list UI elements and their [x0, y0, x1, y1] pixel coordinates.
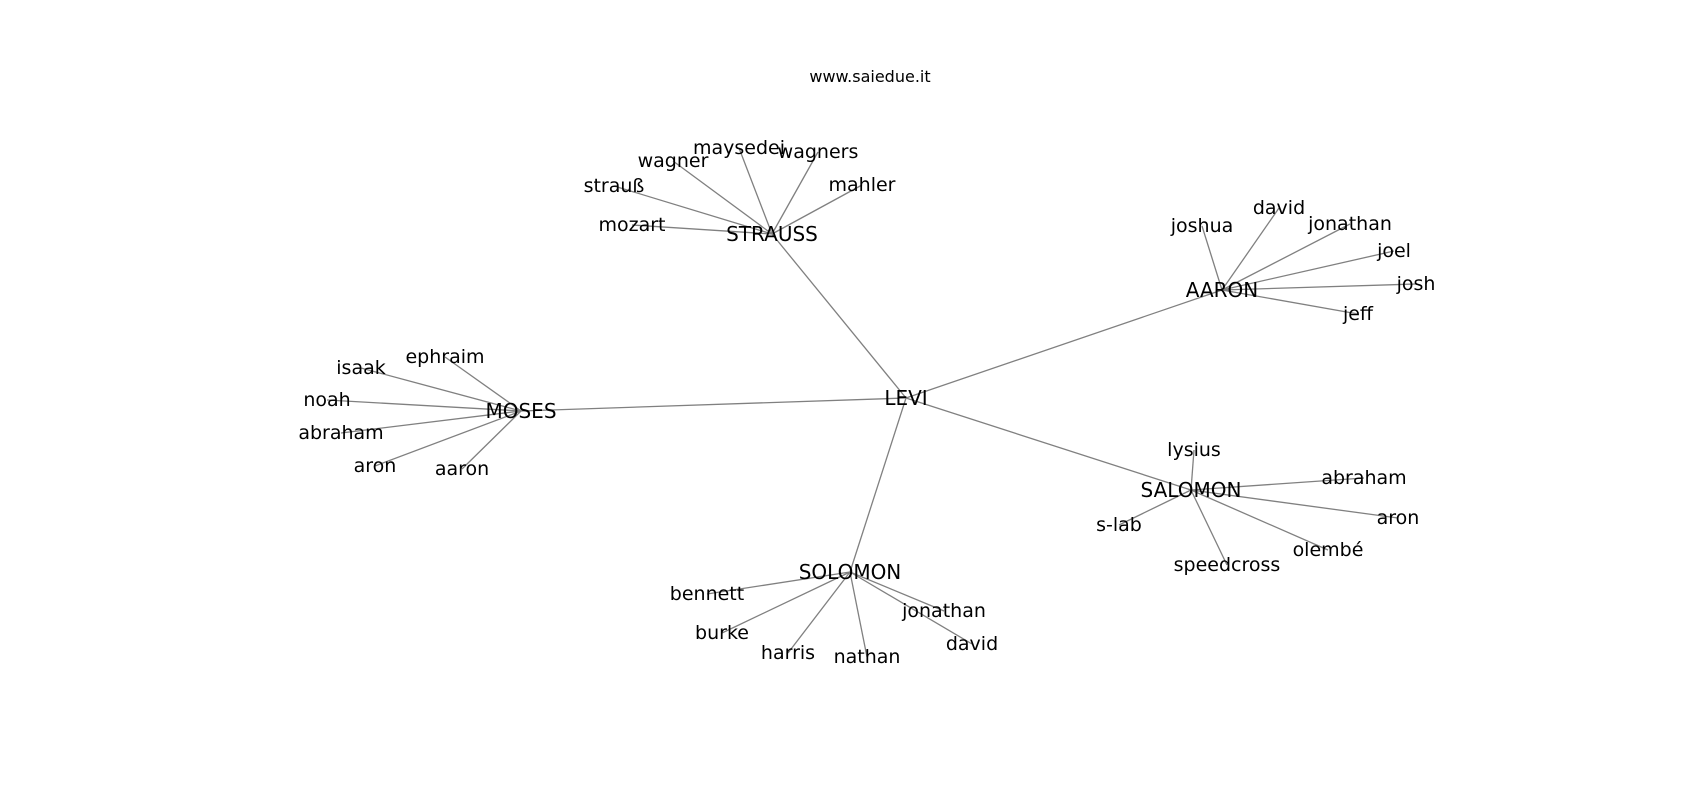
leaf-node-label: nathan	[834, 646, 901, 668]
graph-edge	[1190, 477, 1365, 491]
leaf-node-label: mahler	[829, 174, 896, 196]
graph-edge	[1201, 225, 1223, 291]
graph-edge	[905, 397, 1192, 491]
graph-edges	[326, 147, 1417, 658]
leaf-node-label: david	[1253, 197, 1305, 219]
graph-edge	[1221, 223, 1351, 291]
leaf-node-label: abraham	[298, 422, 383, 444]
graph-edge	[520, 397, 907, 412]
graph-edge	[849, 571, 945, 612]
graph-edge	[360, 367, 522, 412]
graph-edge	[1221, 250, 1395, 291]
leaf-node-label: s-lab	[1096, 514, 1142, 536]
graph-edge	[1221, 289, 1359, 315]
leaf-node-label: mozart	[598, 214, 665, 236]
graph-edge	[672, 160, 773, 235]
graph-edge	[461, 410, 522, 470]
leaf-node-label: ephraim	[405, 346, 484, 368]
leaf-node-label: jonathan	[901, 600, 986, 622]
leaf-node-label: david	[946, 633, 998, 655]
leaf-node-label: abraham	[1321, 467, 1406, 489]
hub-node-label: SOLOMON	[799, 560, 902, 584]
site-watermark: www.saiedue.it	[809, 67, 930, 86]
graph-node-labels: LEVI STRAUSS wagner maysedei wagners str…	[298, 137, 1435, 668]
graph-edge	[771, 184, 863, 235]
hub-node-label: AARON	[1186, 278, 1259, 302]
leaf-node-label: wagner	[638, 150, 709, 172]
graph-edge	[1190, 489, 1329, 551]
leaf-node-label: wagners	[778, 141, 859, 163]
hub-node-label: STRAUSS	[726, 222, 818, 246]
graph-edge	[1221, 207, 1280, 291]
leaf-node-label: isaak	[336, 357, 385, 379]
graph-edge	[1221, 283, 1417, 291]
graph-edge	[374, 410, 522, 467]
leaf-node-label: josh	[1396, 273, 1436, 295]
hub-node-label: SALOMON	[1141, 478, 1242, 502]
graph-edge	[738, 147, 773, 235]
graph-edge	[849, 571, 868, 658]
leaf-node-label: joshua	[1170, 215, 1234, 237]
leaf-node-label: olembé	[1293, 539, 1364, 561]
leaf-node-label: joel	[1376, 240, 1411, 262]
graph-edge	[849, 397, 907, 573]
graph-edge	[1190, 449, 1195, 491]
leaf-node-label: speedcross	[1174, 554, 1281, 576]
graph-edge	[771, 233, 907, 399]
graph-edge	[1190, 489, 1399, 519]
leaf-node-label: aron	[354, 455, 397, 477]
graph-edge	[1190, 489, 1228, 566]
leaf-node-label: bennett	[670, 583, 744, 605]
leaf-node-label: aaron	[435, 458, 489, 480]
leaf-node-label: harris	[761, 642, 815, 664]
leaf-node-label: strauß	[584, 175, 645, 197]
leaf-node-label: jonathan	[1307, 213, 1392, 235]
leaf-node-label: lysius	[1167, 439, 1221, 461]
graph-edge	[613, 185, 773, 235]
center-node-label: LEVI	[884, 386, 927, 410]
graph-edge	[631, 224, 773, 235]
leaf-node-label: burke	[695, 622, 749, 644]
graph-edge	[706, 571, 851, 595]
graph-edge	[444, 356, 522, 412]
leaf-node-label: jeff	[1342, 303, 1374, 325]
hub-node-label: MOSES	[485, 399, 556, 423]
leaf-node-label: noah	[303, 389, 350, 411]
leaf-node-label: aron	[1377, 507, 1420, 529]
graph-edge	[326, 399, 522, 412]
graph-edge	[340, 410, 522, 434]
graph-edge	[721, 571, 851, 634]
graph-edge	[1118, 489, 1192, 526]
graph-edge	[771, 151, 819, 235]
leaf-node-label: maysedei	[693, 137, 785, 159]
graph-edge	[849, 571, 973, 645]
graph-edge	[787, 571, 851, 654]
graph-edge	[905, 289, 1223, 399]
